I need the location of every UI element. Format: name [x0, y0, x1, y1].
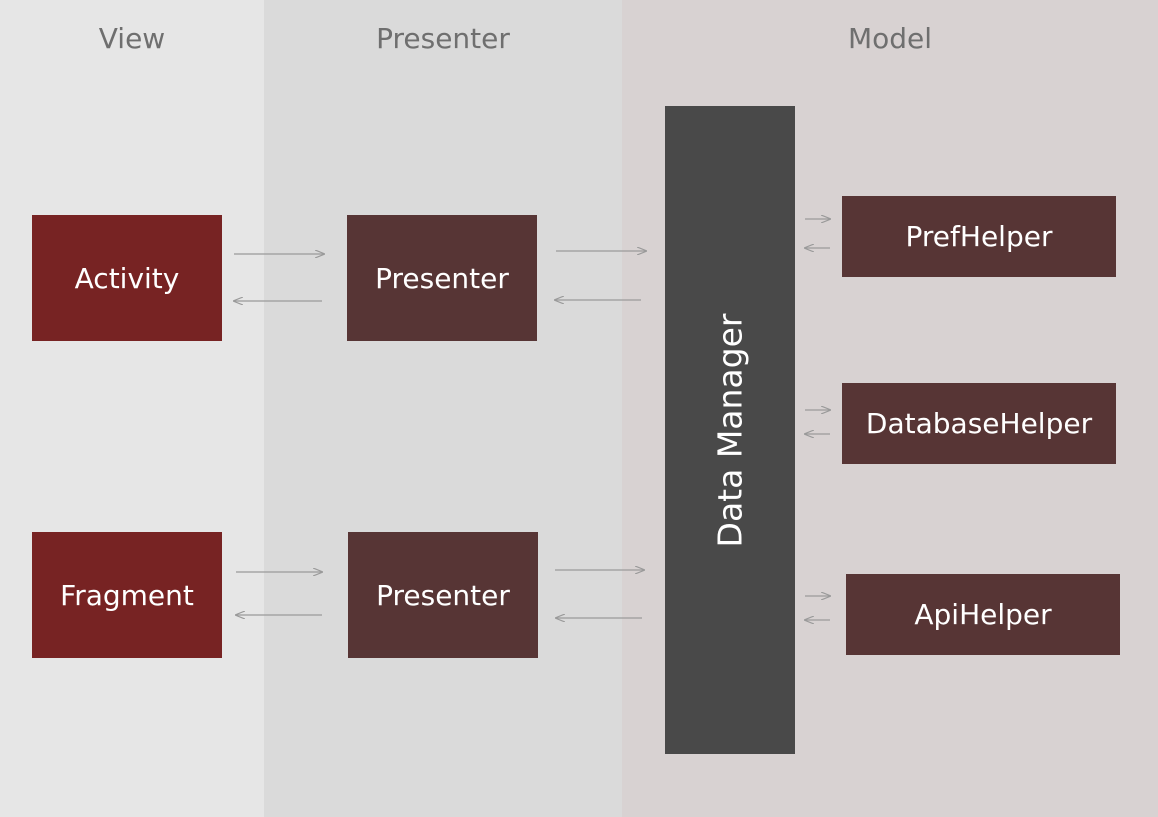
api-helper-label: ApiHelper — [914, 598, 1052, 631]
view-column-title: View — [98, 22, 166, 55]
data-manager-box: Data Manager — [665, 106, 795, 754]
api-helper-box: ApiHelper — [846, 574, 1120, 655]
presenter-box-top: Presenter — [347, 215, 537, 341]
activity-label: Activity — [74, 261, 180, 295]
presenter-box-bottom: Presenter — [348, 532, 538, 658]
presenter-column-title: Presenter — [376, 22, 510, 55]
presenter-bottom-label: Presenter — [376, 578, 510, 612]
model-column-title: Model — [847, 22, 933, 55]
fragment-label: Fragment — [60, 578, 194, 612]
fragment-box: Fragment — [32, 532, 222, 658]
database-helper-box: DatabaseHelper — [842, 383, 1116, 464]
pref-helper-label: PrefHelper — [905, 220, 1053, 253]
view-column: View — [0, 0, 264, 817]
pref-helper-box: PrefHelper — [842, 196, 1116, 277]
presenter-column: Presenter — [264, 0, 622, 817]
database-helper-label: DatabaseHelper — [865, 407, 1093, 440]
presenter-top-label: Presenter — [375, 261, 509, 295]
activity-box: Activity — [32, 215, 222, 341]
